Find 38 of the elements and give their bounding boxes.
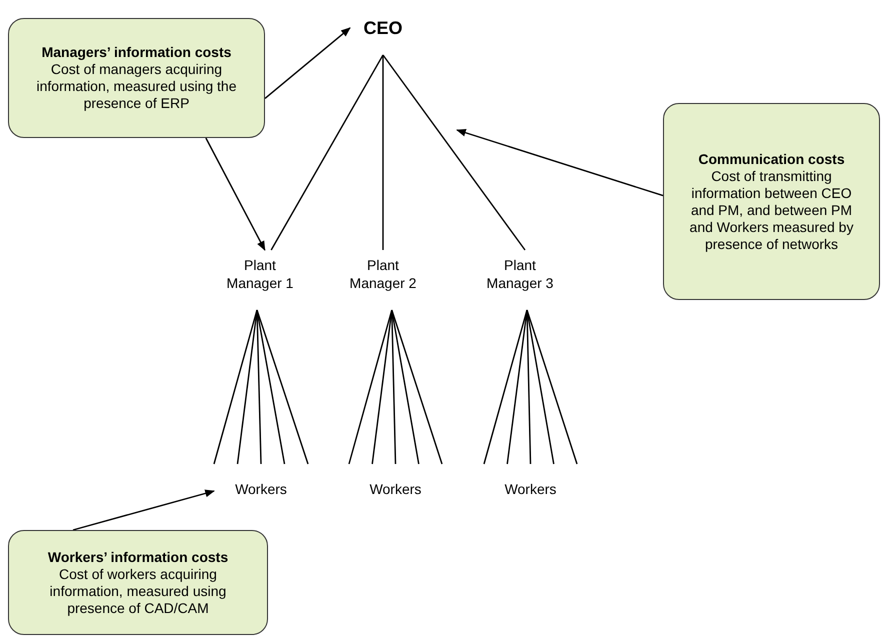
connector-line	[236, 310, 258, 464]
arrow	[456, 128, 664, 196]
connector-line	[270, 54, 384, 250]
connector-line	[506, 310, 528, 464]
arrow	[264, 27, 351, 99]
arrow	[205, 138, 266, 251]
note-box	[8, 18, 265, 138]
note-text: Cost of transmitting information between CEO and PM, and between PM and Workers measured by presence of networks	[688, 168, 854, 252]
connector-line	[483, 310, 528, 464]
connector-line	[391, 310, 396, 464]
connector-line	[213, 310, 258, 464]
note-heading: Managers’ information costs	[42, 44, 232, 61]
connector-line	[256, 310, 309, 464]
note-text: Cost of workers acquiring information, measured using presence of CAD/CAM	[48, 566, 228, 616]
note-heading: Communication costs	[698, 150, 845, 168]
connector-line	[391, 310, 420, 464]
connector-line	[382, 54, 526, 250]
group-label: Workers	[504, 480, 556, 499]
connector-line	[526, 310, 578, 464]
connector-line	[372, 310, 392, 464]
note-text: Cost of managers acquiring information, measured using the presence of ERP	[36, 61, 238, 112]
connector-line	[382, 55, 384, 250]
role-label: Plant Manager 2	[348, 256, 418, 292]
connector-line	[526, 310, 554, 464]
note-box	[8, 530, 268, 635]
connector-line	[391, 310, 443, 464]
note-box	[663, 103, 880, 300]
connector-line	[348, 310, 392, 464]
note-heading: Workers’ information costs	[48, 548, 228, 566]
connector-line	[256, 310, 286, 464]
arrow	[72, 490, 215, 531]
group-label: Workers	[370, 480, 422, 499]
connector-line	[256, 310, 262, 464]
group-label: Workers	[235, 480, 287, 499]
role-label: Plant Manager 1	[226, 256, 294, 292]
role-title: CEO	[363, 17, 402, 40]
role-label: Plant Manager 3	[486, 256, 554, 292]
connector-line	[526, 310, 532, 464]
